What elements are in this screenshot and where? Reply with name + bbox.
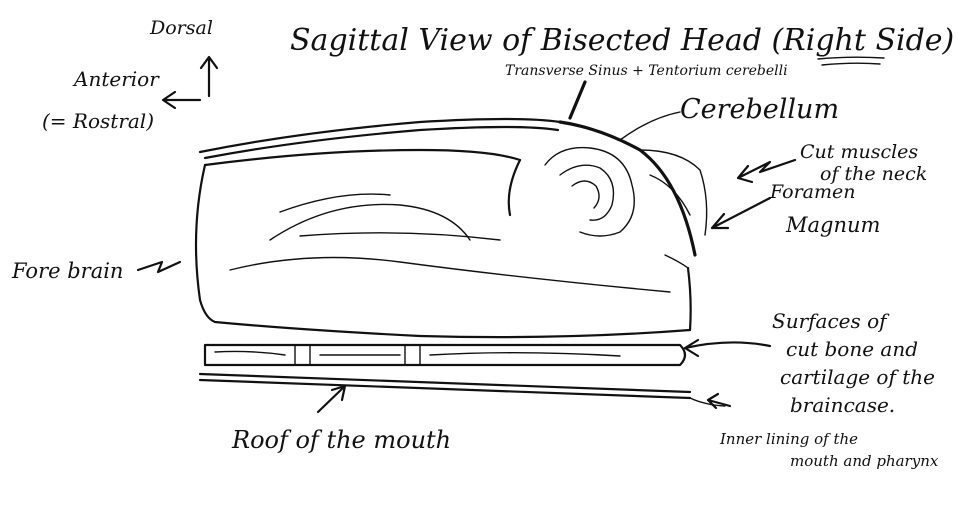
roof-pointer: [318, 386, 345, 412]
tentorium-line: [560, 122, 695, 255]
forebrain-outline: [196, 165, 691, 337]
brain-gyrus-2: [280, 194, 390, 212]
surfaces-label-3: cartilage of the: [780, 365, 935, 389]
dorsal-arrow: [201, 57, 217, 96]
foramen-edge: [665, 255, 688, 268]
cerebellum-anterior-edge: [509, 160, 520, 215]
forebrain-label: Fore brain: [11, 259, 123, 283]
cut-muscles-pointer: [738, 160, 795, 182]
surfaces-label-4: braincase.: [790, 393, 895, 417]
neck-muscle-fiber: [650, 175, 690, 215]
inner-lining-label-2: mouth and pharynx: [790, 452, 939, 470]
cut-muscles-label: Cut muscles: [800, 141, 918, 163]
diagram-title: Sagittal View of Bisected Head (Right Si…: [290, 23, 954, 58]
surfaces-label-2: cut bone and: [786, 337, 918, 361]
cerebellum-folia-outer: [545, 148, 634, 236]
title-underline-2: [822, 63, 880, 65]
cerebellum-folia-mid: [560, 165, 614, 220]
transverse-sinus-pointer: [570, 82, 585, 118]
skull-roof-line: [200, 119, 560, 152]
surfaces-label: Surfaces of: [772, 309, 890, 333]
palate-marrow: [215, 351, 620, 356]
foramen-label: Foramen: [769, 181, 856, 203]
foramen-label-2: Magnum: [785, 213, 880, 237]
inner-lining-label: Inner lining of the: [719, 430, 858, 448]
transverse-sinus-label: Transverse Sinus + Tentorium cerebelli: [505, 63, 788, 79]
cerebellum-pointer: [620, 112, 680, 140]
foramen-pointer: [712, 198, 770, 228]
forebrain-dorsal: [205, 150, 520, 165]
rostral-label: (= Rostral): [42, 109, 154, 133]
cerebellum-folia-inner: [572, 181, 599, 208]
anterior-label: Anterior: [72, 67, 160, 91]
anterior-arrow: [163, 92, 200, 108]
surfaces-pointer: [685, 340, 770, 356]
brain-gyrus-3: [230, 258, 670, 293]
roof-label: Roof of the mouth: [231, 426, 451, 454]
forebrain-pointer: [138, 262, 180, 272]
dorsal-label: Dorsal: [149, 17, 213, 39]
cerebellum-label: Cerebellum: [680, 94, 839, 125]
